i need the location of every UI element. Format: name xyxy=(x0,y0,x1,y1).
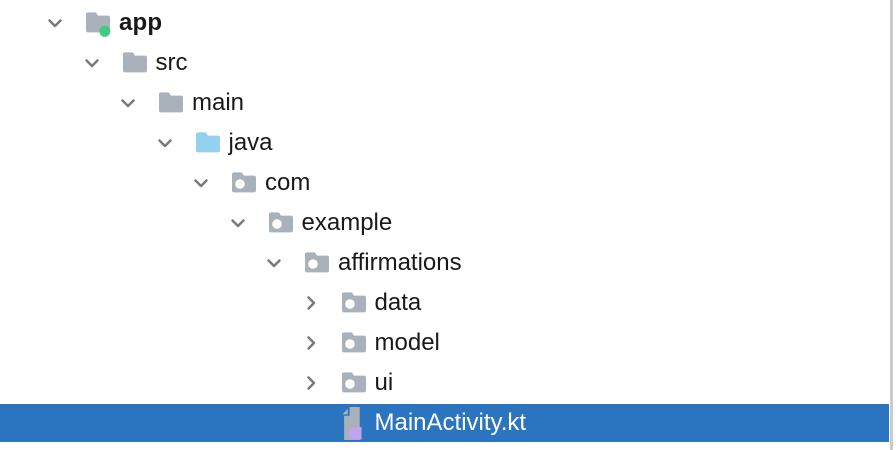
tree-item-label: main xyxy=(192,89,245,116)
folder-icon xyxy=(157,89,185,117)
chevron-right-icon[interactable] xyxy=(301,293,340,313)
chevron-down-icon[interactable] xyxy=(264,253,303,273)
folder-icon xyxy=(121,49,149,77)
kotlin-file-icon xyxy=(340,406,368,441)
tree-item-java[interactable]: java xyxy=(0,123,889,163)
source-folder-icon xyxy=(194,129,222,157)
package-folder-icon xyxy=(340,329,368,357)
tree-item-label: data xyxy=(374,289,422,316)
tree-item-label: ui xyxy=(374,369,394,396)
tree-item-app[interactable]: app xyxy=(0,3,889,43)
tree-item-data[interactable]: data xyxy=(0,283,889,323)
tree-item-example[interactable]: example xyxy=(0,203,889,243)
package-folder-icon xyxy=(340,369,368,397)
chevron-down-icon[interactable] xyxy=(118,93,157,113)
tree-item-main[interactable]: main xyxy=(0,83,889,123)
tree-item-label: src xyxy=(155,49,188,76)
tree-item-label: java xyxy=(228,129,273,156)
tree-item-ui[interactable]: ui xyxy=(0,363,889,403)
tree-item-label: affirmations xyxy=(338,249,462,276)
package-folder-icon xyxy=(303,249,331,277)
tree-item-label: example xyxy=(301,209,393,236)
tree-item-src[interactable]: src xyxy=(0,43,889,83)
tree-item-label: MainActivity.kt xyxy=(374,409,527,436)
chevron-down-icon[interactable] xyxy=(191,173,230,193)
chevron-down-icon[interactable] xyxy=(228,213,267,233)
chevron-right-icon[interactable] xyxy=(301,373,340,393)
panel-divider[interactable] xyxy=(890,0,893,450)
tree-item-label: com xyxy=(265,169,311,196)
package-folder-icon xyxy=(340,289,368,317)
tree-item-label: model xyxy=(374,329,440,356)
tree-item-com[interactable]: com xyxy=(0,163,889,203)
project-tree: app src main xyxy=(0,3,889,443)
module-folder-icon xyxy=(84,9,112,37)
package-folder-icon xyxy=(230,169,258,197)
tree-item-model[interactable]: model xyxy=(0,323,889,363)
chevron-down-icon[interactable] xyxy=(82,53,121,73)
chevron-right-icon[interactable] xyxy=(301,333,340,353)
chevron-down-icon[interactable] xyxy=(45,13,84,33)
tree-item-label: app xyxy=(119,9,163,36)
package-folder-icon xyxy=(267,209,295,237)
chevron-down-icon[interactable] xyxy=(155,133,194,153)
tree-item-affirmations[interactable]: affirmations xyxy=(0,243,889,283)
tree-item-mainactivity-kt[interactable]: MainActivity.kt xyxy=(0,404,889,442)
